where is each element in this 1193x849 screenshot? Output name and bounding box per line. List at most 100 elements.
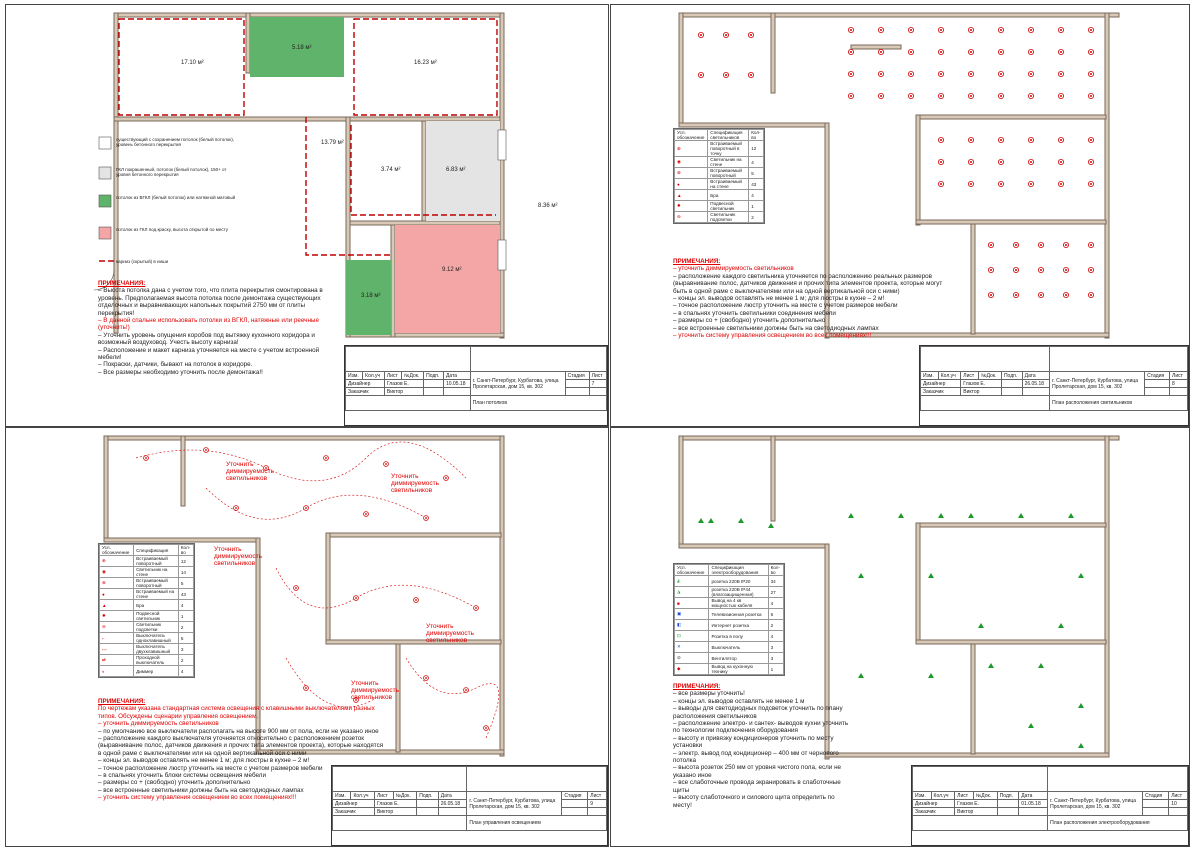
light-fixture-dot — [425, 517, 427, 519]
control-wire — [285, 657, 377, 708]
light-fixture-dot — [700, 74, 702, 76]
legend-cell: Вентилятор — [708, 652, 769, 664]
light-fixture-dot — [1000, 95, 1002, 97]
light-fixture-dot — [1090, 294, 1092, 296]
light-fixture-dot — [1030, 161, 1032, 163]
light-fixture-dot — [970, 95, 972, 97]
light-fixture-dot — [910, 29, 912, 31]
legend-cell: Встраиваемый поворотный — [707, 167, 750, 179]
socket-icon — [1078, 703, 1084, 708]
room-area: 13.79 м² — [321, 140, 344, 146]
legend-header: Спецификация электрооборудования — [708, 564, 769, 576]
note-line: – В данной спальне использовать потолки … — [98, 317, 319, 332]
note-line: – по умолчанию все выключатели располага… — [98, 727, 379, 735]
socket-icon — [858, 573, 864, 578]
light-fixture-dot — [325, 457, 327, 459]
light-fixture-dot — [1040, 244, 1042, 246]
stamp-label: Изм. — [920, 371, 939, 380]
legend-cell: розетка 220В IP20 — [708, 575, 769, 587]
legend-count: 12 — [177, 555, 195, 567]
light-fixture-dot — [305, 507, 307, 509]
note-line: – размеры со + (свободно) уточнить допол… — [98, 779, 251, 787]
legend-cell: Светильник на стене — [133, 566, 179, 578]
dimming-callout: Уточнить диммируемость светильников — [214, 546, 263, 567]
fixture-symbol-icon: ⊗ — [98, 577, 135, 589]
note-line: – высоту слаботочного и силового щита оп… — [673, 794, 835, 809]
light-fixture-dot — [970, 51, 972, 53]
light-fixture-dot — [750, 34, 752, 36]
legend-count: 34 — [767, 575, 785, 587]
room-area: 16.23 м² — [414, 60, 437, 66]
light-fixture-dot — [235, 507, 237, 509]
switch-symbol-icon: ⇄ — [98, 654, 135, 666]
stamp-client-role: Заказчик — [919, 387, 962, 396]
stamp-label: Изм. — [912, 791, 932, 800]
fixture-symbol-icon: ✸ — [98, 610, 135, 622]
light-fixture-dot — [990, 269, 992, 271]
light-fixture-dot — [1000, 29, 1002, 31]
stamp-designer-role: Дизайнер — [911, 799, 956, 808]
socket-icon — [968, 513, 974, 518]
legend-cell: Интернет розетка — [708, 619, 769, 631]
dimming-callout: Уточнить диммируемость светильников — [391, 473, 440, 494]
stamp-label: №Док. — [972, 791, 998, 800]
tv-socket-icon: ▣ — [673, 608, 710, 620]
socket-icon — [978, 623, 984, 628]
notes-title: ПРИМЕЧАНИЯ: — [98, 280, 146, 287]
title-block: Изм. Кол.уч Лист №Док. Подп. Дата г. Сан… — [911, 765, 1189, 846]
light-fixture-dot — [940, 161, 942, 163]
note-line: – расположение каждого выключателя уточн… — [98, 735, 384, 757]
light-fixture-dot — [850, 73, 852, 75]
note-line: – Покраски, датчики, бывают на потолок в… — [98, 361, 253, 369]
light-fixture-dot — [940, 29, 942, 31]
stamp-label: Лист — [960, 371, 980, 380]
stamp-designer-role: Дизайнер — [332, 799, 375, 808]
light-fixture-dot — [1000, 73, 1002, 75]
stamp-date: 26.05.18 — [1021, 379, 1051, 388]
light-fixture-dot — [1040, 294, 1042, 296]
stamp-designer-name: Глазов Е. — [954, 799, 998, 808]
stamp-label: Дата — [1018, 791, 1049, 800]
fixture-symbol-icon: ⊖ — [98, 621, 135, 633]
ceiling-plan-drawing — [93, 12, 507, 339]
light-fixture-dot — [1065, 244, 1067, 246]
legend-header: Усл. обозначение — [98, 544, 135, 556]
stamp-label: Кол.уч — [350, 791, 375, 800]
light-fixture-dot — [750, 74, 752, 76]
sheet-lighting-plan: Усл. обозначение Спецификация светильник… — [610, 4, 1190, 427]
fixture-symbol-icon: ⊖ — [673, 211, 709, 223]
legend-cell: Вывод на кухонную технику — [708, 663, 769, 675]
stamp-client-role: Заказчик — [332, 807, 375, 816]
stamp-client-role: Заказчик — [911, 807, 956, 816]
light-fixture-dot — [1000, 51, 1002, 53]
legend-header: Спецификация светильников — [707, 129, 750, 141]
light-fixture-dot — [1030, 51, 1032, 53]
stamp-date: 26.05.18 — [437, 799, 468, 808]
dimming-callout: Уточнить диммируемость светильников — [351, 680, 400, 701]
stamp-sheet-title: План управления освещением — [466, 815, 607, 831]
stamp-label: Лист — [587, 791, 607, 800]
stamp-label: Стадия — [1144, 371, 1171, 380]
legend-count: 5 — [177, 577, 195, 589]
light-fixture-dot — [970, 73, 972, 75]
light-fixture-dot — [205, 449, 207, 451]
stamp-label: Кол.уч — [930, 791, 956, 800]
light-fixture-dot — [1000, 161, 1002, 163]
stamp-label: Кол.уч — [937, 371, 962, 380]
stamp-label: Подп. — [423, 371, 445, 380]
legend-count: 43 — [748, 178, 764, 190]
light-fixture-dot — [970, 183, 972, 185]
light-fixture-dot — [1090, 139, 1092, 141]
legend-count: 5 — [748, 167, 764, 179]
stamp-designer-name: Глазов Е. — [383, 379, 425, 388]
socket-icon — [988, 663, 994, 668]
stamp-client-name: Виктор — [960, 387, 1002, 396]
stamp-label: Кол.уч — [362, 371, 385, 380]
light-fixture-dot — [1060, 183, 1062, 185]
legend-cell: Светильник подсветки — [707, 211, 750, 223]
light-fixture-dot — [970, 139, 972, 141]
legend-cell: Выключатель одноклавишный — [133, 632, 179, 644]
light-fixture-dot — [970, 161, 972, 163]
legend-cell: Встраиваемый на стене — [133, 588, 179, 600]
light-fixture-dot — [880, 73, 882, 75]
